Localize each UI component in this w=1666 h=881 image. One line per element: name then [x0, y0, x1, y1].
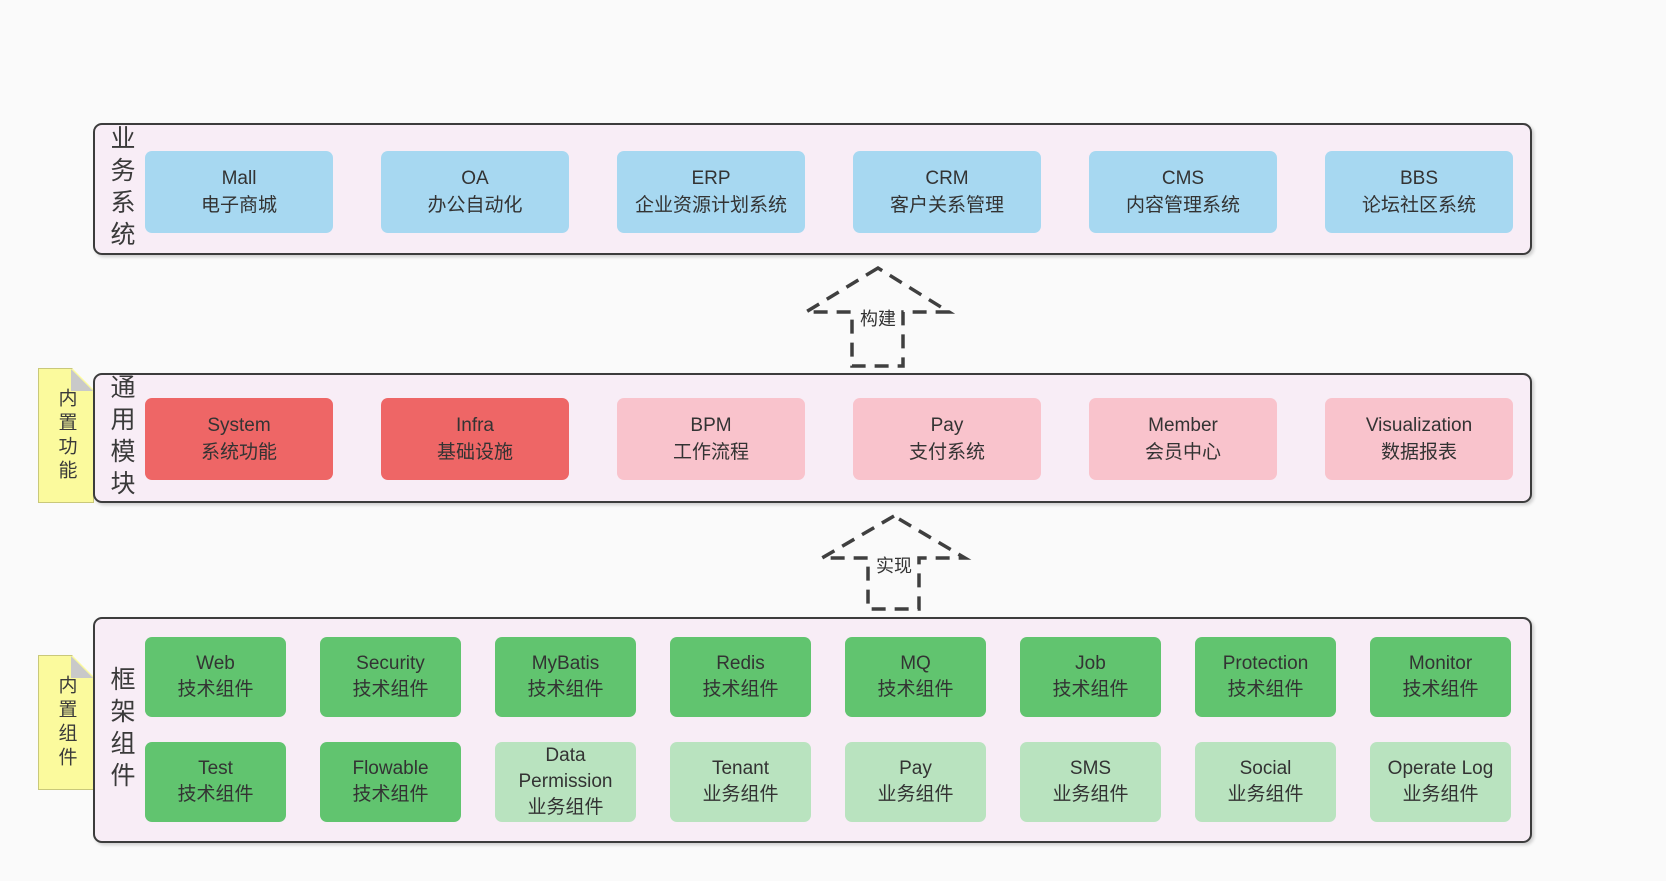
box-mybatis: MyBatis 技术组件 — [495, 637, 636, 717]
box-title: System — [207, 415, 271, 436]
box-title: Pay — [899, 758, 932, 779]
box-title: Flowable — [352, 758, 429, 779]
box-subtitle: 技术组件 — [1402, 679, 1479, 700]
box-title: Web — [196, 653, 235, 674]
panel-business-systems: 业务系统 Mall 电子商城 OA 办公自动化 ERP 企业资源计划系统 CRM… — [93, 123, 1532, 255]
box-title: Data Permission — [518, 745, 613, 792]
box-security: Security 技术组件 — [320, 637, 461, 717]
box-title: ERP — [691, 168, 731, 189]
box-title: MyBatis — [531, 653, 600, 674]
box-subtitle: 客户关系管理 — [889, 195, 1004, 216]
box-crm: CRM 客户关系管理 — [853, 151, 1041, 233]
box-subtitle: 数据报表 — [1380, 442, 1457, 463]
box-title: BPM — [690, 415, 732, 436]
box-title: Job — [1075, 653, 1106, 674]
box-job: Job 技术组件 — [1020, 637, 1161, 717]
box-visualization: Visualization 数据报表 — [1325, 398, 1513, 480]
panel-title-framework: 框架组件 — [107, 666, 135, 794]
panel-framework-components: 框架组件 Web 技术组件 Security 技术组件 MyBatis 技术组件… — [93, 617, 1532, 843]
box-title: CRM — [925, 168, 969, 189]
box-protection: Protection 技术组件 — [1195, 637, 1336, 717]
panel-title-modules: 通用模块 — [107, 374, 135, 502]
box-test: Test 技术组件 — [145, 742, 286, 822]
box-subtitle: 办公自动化 — [427, 195, 523, 216]
arrow-build: 构建 — [789, 260, 967, 372]
box-subtitle: 业务组件 — [702, 784, 779, 805]
box-subtitle: 技术组件 — [877, 679, 954, 700]
box-flowable: Flowable 技术组件 — [320, 742, 461, 822]
box-title: Pay — [930, 415, 964, 436]
box-subtitle: 技术组件 — [1052, 679, 1129, 700]
box-title: Tenant — [711, 758, 770, 779]
box-pay-business: Pay 业务组件 — [845, 742, 986, 822]
note-label: 内置功能 — [55, 387, 77, 484]
box-subtitle: 业务组件 — [1052, 784, 1129, 805]
box-subtitle: 内容管理系统 — [1125, 195, 1240, 216]
arrow-build-label: 构建 — [856, 304, 900, 332]
box-title: OA — [461, 168, 489, 189]
box-subtitle: 技术组件 — [527, 679, 604, 700]
panel-title-business: 业务系统 — [107, 125, 135, 253]
note-built-in-components: 内置组件 — [38, 655, 94, 790]
box-title: Visualization — [1365, 415, 1473, 436]
box-subtitle: 业务组件 — [877, 784, 954, 805]
box-subtitle: 技术组件 — [352, 679, 429, 700]
box-pay: Pay 支付系统 — [853, 398, 1041, 480]
box-oa: OA 办公自动化 — [381, 151, 569, 233]
box-data-permission: Data Permission 业务组件 — [495, 742, 636, 822]
box-redis: Redis 技术组件 — [670, 637, 811, 717]
box-title: Operate Log — [1387, 758, 1494, 779]
arrow-implement: 实现 — [805, 507, 983, 615]
box-title: Protection — [1222, 653, 1309, 674]
box-subtitle: 企业资源计划系统 — [634, 195, 787, 216]
box-subtitle: 技术组件 — [177, 679, 254, 700]
box-monitor: Monitor 技术组件 — [1370, 637, 1511, 717]
box-subtitle: 基础设施 — [436, 442, 513, 463]
box-web: Web 技术组件 — [145, 637, 286, 717]
box-subtitle: 业务组件 — [1227, 784, 1304, 805]
box-title: BBS — [1399, 168, 1439, 189]
note-label: 内置组件 — [55, 674, 77, 771]
panel-common-modules: 通用模块 System 系统功能 Infra 基础设施 BPM 工作流程 Pay… — [93, 373, 1532, 503]
box-subtitle: 会员中心 — [1144, 442, 1221, 463]
box-title: Monitor — [1408, 653, 1473, 674]
box-mall: Mall 电子商城 — [145, 151, 333, 233]
box-system: System 系统功能 — [145, 398, 333, 480]
box-subtitle: 系统功能 — [200, 442, 277, 463]
box-subtitle: 电子商城 — [200, 195, 277, 216]
box-subtitle: 技术组件 — [702, 679, 779, 700]
box-subtitle: 论坛社区系统 — [1361, 195, 1476, 216]
box-mq: MQ 技术组件 — [845, 637, 986, 717]
box-operate-log: Operate Log 业务组件 — [1370, 742, 1511, 822]
box-title: Mall — [221, 168, 257, 189]
box-title: SMS — [1069, 758, 1112, 779]
box-title: Redis — [716, 653, 765, 674]
box-bpm: BPM 工作流程 — [617, 398, 805, 480]
box-title: MQ — [900, 653, 931, 674]
box-sms: SMS 业务组件 — [1020, 742, 1161, 822]
box-title: Member — [1148, 415, 1218, 436]
note-built-in-features: 内置功能 — [38, 368, 94, 503]
box-bbs: BBS 论坛社区系统 — [1325, 151, 1513, 233]
box-title: Infra — [455, 415, 495, 436]
box-subtitle: 支付系统 — [908, 442, 985, 463]
box-subtitle: 业务组件 — [1402, 784, 1479, 805]
box-erp: ERP 企业资源计划系统 — [617, 151, 805, 233]
box-infra: Infra 基础设施 — [381, 398, 569, 480]
box-subtitle: 工作流程 — [672, 442, 749, 463]
box-subtitle: 技术组件 — [352, 784, 429, 805]
box-subtitle: 技术组件 — [177, 784, 254, 805]
box-member: Member 会员中心 — [1089, 398, 1277, 480]
box-social: Social 业务组件 — [1195, 742, 1336, 822]
box-subtitle: 业务组件 — [527, 797, 604, 818]
box-title: Test — [198, 758, 233, 779]
box-title: Social — [1239, 758, 1292, 779]
box-title: CMS — [1161, 168, 1205, 189]
arrow-implement-label: 实现 — [872, 551, 916, 579]
box-title: Security — [356, 653, 425, 674]
box-cms: CMS 内容管理系统 — [1089, 151, 1277, 233]
box-subtitle: 技术组件 — [1227, 679, 1304, 700]
box-tenant: Tenant 业务组件 — [670, 742, 811, 822]
